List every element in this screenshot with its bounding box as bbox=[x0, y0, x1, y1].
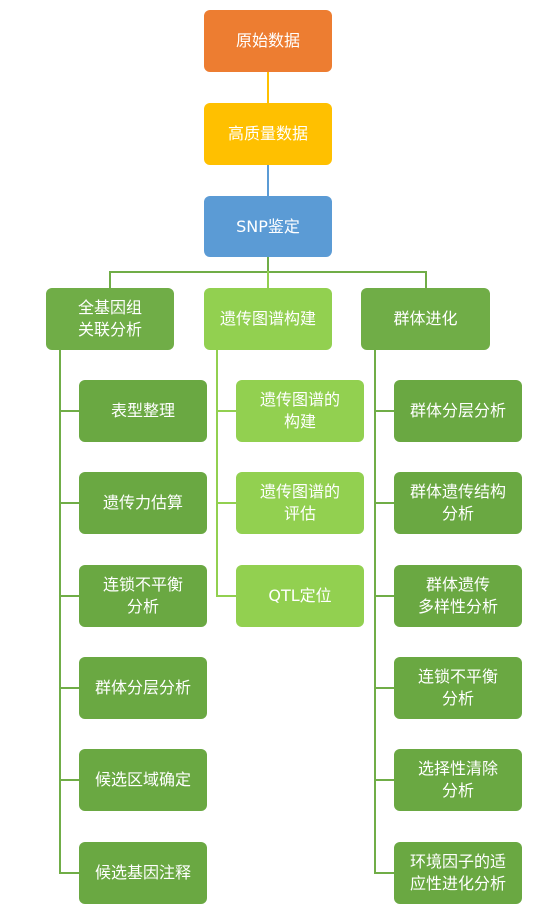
node-gwas: 全基因组 关联分析 bbox=[46, 288, 174, 350]
node-raw-data: 原始数据 bbox=[204, 10, 332, 72]
node-genetic-map-construction: 遗传图谱构建 bbox=[204, 288, 332, 350]
node-evolution-child: 选择性清除 分析 bbox=[394, 749, 522, 811]
node-gwas-child: 连锁不平衡 分析 bbox=[79, 565, 207, 627]
node-genetic-map-child: 遗传图谱的 评估 bbox=[236, 472, 364, 534]
node-high-quality-data: 高质量数据 bbox=[204, 103, 332, 165]
node-evolution-child: 群体分层分析 bbox=[394, 380, 522, 442]
node-evolution-child: 连锁不平衡 分析 bbox=[394, 657, 522, 719]
node-gwas-child: 候选区域确定 bbox=[79, 749, 207, 811]
node-evolution-child: 环境因子的适 应性进化分析 bbox=[394, 842, 522, 904]
node-gwas-child: 候选基因注释 bbox=[79, 842, 207, 904]
node-population-evolution: 群体进化 bbox=[361, 288, 490, 350]
node-genetic-map-child: QTL定位 bbox=[236, 565, 364, 627]
node-snp-identification: SNP鉴定 bbox=[204, 196, 332, 257]
node-gwas-child: 遗传力估算 bbox=[79, 472, 207, 534]
node-evolution-child: 群体遗传结构 分析 bbox=[394, 472, 522, 534]
node-gwas-child: 群体分层分析 bbox=[79, 657, 207, 719]
node-gwas-child: 表型整理 bbox=[79, 380, 207, 442]
node-evolution-child: 群体遗传 多样性分析 bbox=[394, 565, 522, 627]
node-genetic-map-child: 遗传图谱的 构建 bbox=[236, 380, 364, 442]
